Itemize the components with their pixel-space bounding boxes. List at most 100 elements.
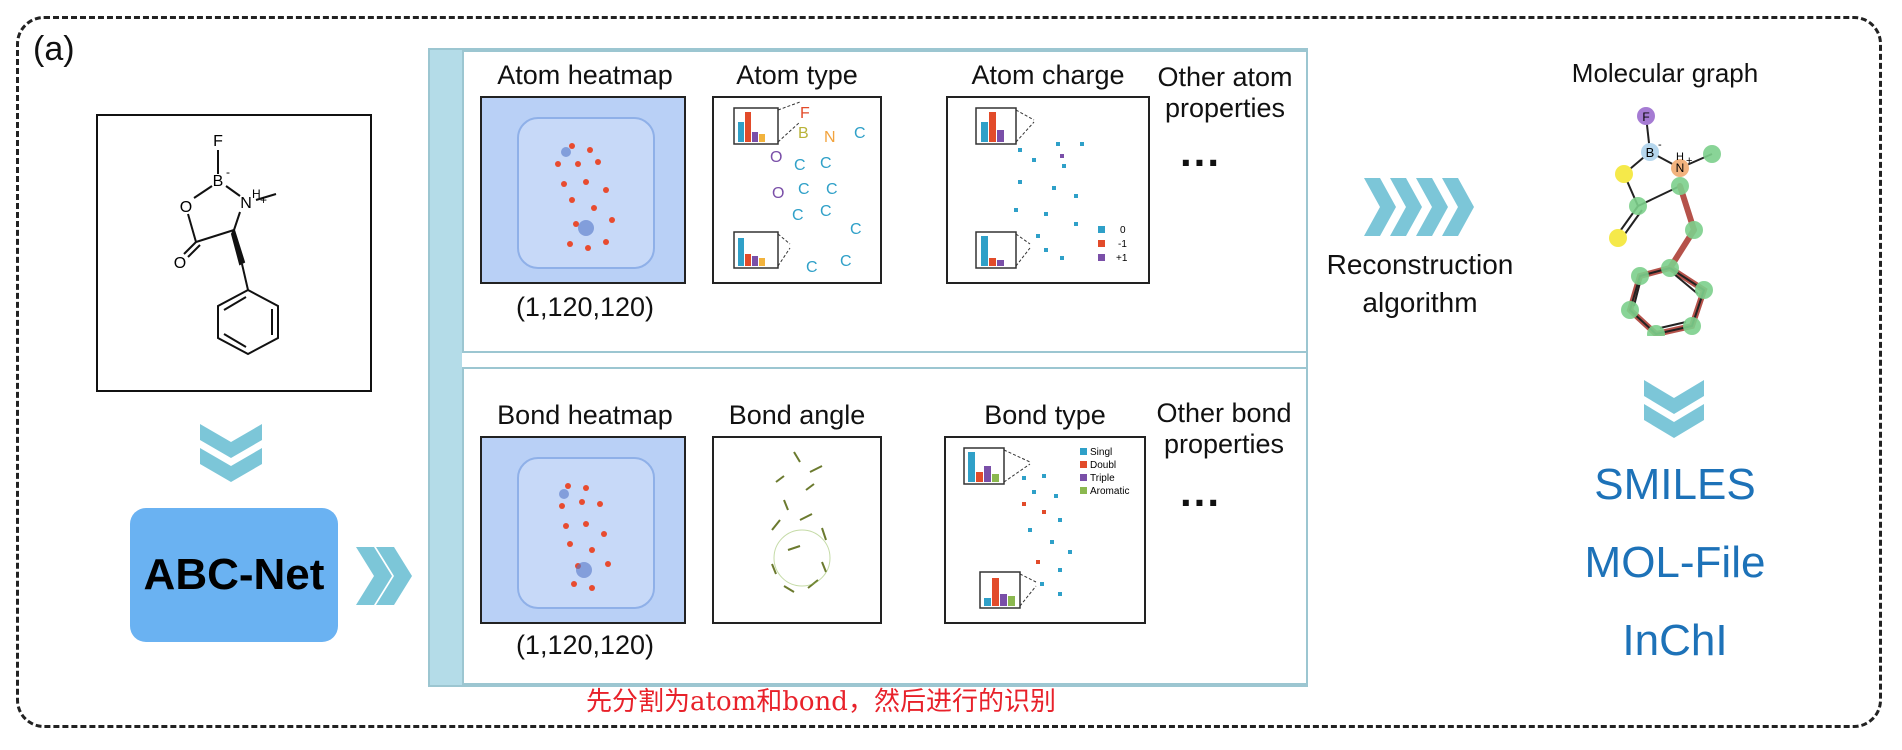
atom-type-letter: B: [798, 125, 809, 142]
bond-heatmap-title: Bond heatmap: [497, 400, 673, 430]
atom-charge-title: Atom charge: [971, 60, 1125, 90]
graph-node-fluorine: [1637, 107, 1655, 125]
bond-angle-title: Bond angle: [728, 400, 866, 430]
input-atom-o-ring: O: [180, 199, 192, 216]
atom-type-letter: C: [792, 207, 804, 224]
input-atom-n-charge: +: [260, 193, 267, 207]
bond-heatmap-caption: (1,120,120): [515, 630, 655, 660]
charge-legend-swatch: [1098, 226, 1105, 233]
atom-type-letter: F: [800, 105, 810, 122]
other-atom-title-line1: Other atom: [1157, 62, 1293, 92]
other-atom-title-line2: properties: [1164, 93, 1286, 123]
other-atom-title: Other atom properties: [1150, 62, 1300, 124]
graph-atom-n-h: H: [1676, 151, 1684, 163]
prediction-panel-sidebar: [430, 50, 462, 685]
output-smiles: SMILES: [1594, 460, 1756, 509]
graph-atom-f: F: [1642, 110, 1649, 124]
graph-node-carbon: [1685, 221, 1703, 239]
input-atom-b-charge: -: [226, 165, 230, 179]
input-molecule-box: F B - N H + O O: [96, 114, 372, 392]
bond-legend-label: Singl: [1090, 447, 1112, 458]
other-bond-title-line1: Other bond: [1156, 398, 1292, 428]
bond-type-plot: Singl Doubl Triple Aromatic: [944, 436, 1146, 624]
atom-type-letter: C: [826, 181, 838, 198]
bond-legend-label: Triple: [1090, 473, 1115, 484]
graph-atom-n: N: [1676, 161, 1685, 175]
other-bond-title: Other bond properties: [1148, 398, 1300, 460]
reconstruction-line2: algorithm: [1362, 287, 1478, 318]
atom-type-plot: F B N C O C C O C C C C C C C: [712, 96, 882, 284]
bond-legend-swatch: [1080, 474, 1087, 481]
atom-heatmap: [480, 96, 686, 284]
charge-legend-swatch: [1098, 240, 1105, 247]
charge-legend-label: +1: [1116, 253, 1128, 264]
graph-atom-n-charge: +: [1686, 155, 1692, 167]
reconstruction-line1: Reconstruction: [1326, 249, 1514, 280]
atom-type-letter: C: [820, 203, 832, 220]
graph-node-carbon: [1703, 145, 1721, 163]
other-atom-ellipsis: ...: [1180, 128, 1222, 175]
charge-legend-label: 0: [1120, 225, 1126, 236]
graph-node-carbon: [1621, 301, 1639, 319]
atom-heatmap-caption: (1,120,120): [515, 292, 655, 322]
bond-legend-label: Aromatic: [1090, 486, 1129, 497]
atom-heatmap-title: Atom heatmap: [497, 60, 673, 90]
output-down-chevron-icon: [1644, 380, 1704, 438]
bond-type-title: Bond type: [984, 400, 1106, 430]
graph-node-carbon: [1683, 317, 1701, 335]
atom-type-letter: C: [850, 221, 862, 238]
bond-legend-swatch: [1080, 461, 1087, 468]
atom-type-letter: O: [770, 149, 782, 166]
bond-legend-swatch: [1080, 487, 1087, 494]
output-inchi: InChI: [1622, 616, 1728, 665]
down-chevron-icon: [200, 424, 262, 482]
graph-node-carbon: [1629, 197, 1647, 215]
atom-type-letter: C: [840, 253, 852, 270]
input-atom-b: B: [213, 173, 224, 190]
atom-type-letter: C: [798, 181, 810, 198]
input-atom-o-carbonyl: O: [174, 255, 186, 272]
graph-atom-b-charge: -: [1658, 139, 1662, 151]
graph-node-carbon: [1647, 325, 1665, 336]
bond-legend-label: Doubl: [1090, 460, 1116, 471]
atom-type-letter: N: [824, 129, 836, 146]
input-molecule-structure: F B - N H + O O: [174, 133, 279, 356]
graph-node-nitrogen: [1671, 159, 1689, 177]
molecular-graph: F B - N H +: [1609, 107, 1721, 336]
graph-atom-b: B: [1646, 145, 1655, 160]
atom-type-letter: C: [820, 155, 832, 172]
atom-charge-plot: 0 -1 +1: [946, 96, 1150, 284]
reconstruction-chevron-icon: [1364, 178, 1474, 236]
bond-angle-plot: [712, 436, 882, 624]
bond-legend-swatch: [1080, 448, 1087, 455]
right-chevron-icon: [356, 547, 412, 605]
input-atom-n-h: H: [252, 187, 261, 201]
panel-label: (a): [33, 30, 75, 68]
atom-type-letter: O: [772, 185, 784, 202]
atom-type-title: Atom type: [736, 60, 858, 90]
atom-type-letter: C: [854, 125, 866, 142]
other-bond-ellipsis: ...: [1180, 468, 1222, 515]
graph-node-carbon: [1661, 259, 1679, 277]
graph-node-oxygen: [1609, 229, 1627, 247]
charge-legend-swatch: [1098, 254, 1105, 261]
diagram-frame: [16, 16, 1882, 728]
abc-net-box: ABC-Net: [130, 508, 338, 642]
graph-node-oxygen: [1615, 165, 1633, 183]
annotation-note: 先分割为atom和bond，然后进行的识别: [586, 687, 1056, 717]
graph-node-carbon: [1671, 177, 1689, 195]
graph-node-carbon: [1631, 267, 1649, 285]
reconstruction-label: Reconstruction algorithm: [1300, 246, 1540, 322]
input-atom-f: F: [213, 133, 223, 150]
bond-heatmap: [480, 436, 686, 624]
input-atom-n: N: [240, 195, 252, 212]
atom-type-letter: C: [806, 259, 818, 276]
other-bond-title-line2: properties: [1163, 429, 1285, 459]
charge-legend-label: -1: [1118, 239, 1127, 250]
graph-node-carbon: [1695, 281, 1713, 299]
molecular-graph-title: Molecular graph: [1571, 58, 1759, 88]
output-mol-file: MOL-File: [1584, 538, 1766, 587]
graph-node-boron: [1641, 143, 1659, 161]
atom-type-letter: C: [794, 157, 806, 174]
abc-net-label: ABC-Net: [143, 550, 325, 599]
